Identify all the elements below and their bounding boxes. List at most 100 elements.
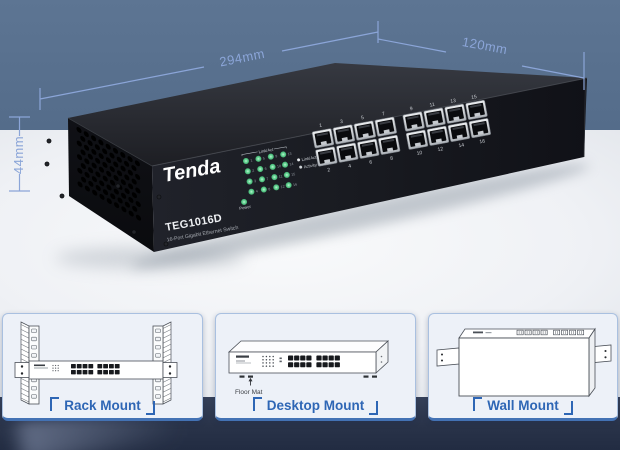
vent-hole <box>116 156 122 163</box>
mini-led <box>269 362 271 364</box>
port-number-top: 15 <box>471 94 478 101</box>
vent-hole <box>128 210 134 217</box>
vent-hole <box>106 184 112 191</box>
port-number-bottom: 6 <box>369 159 373 165</box>
mini-logo-line <box>236 362 251 364</box>
vent-hole <box>77 167 83 174</box>
mini-switch-body <box>28 360 164 380</box>
wall-bracket-left <box>436 347 460 367</box>
mini-port <box>328 362 334 368</box>
led-number: 5 <box>263 156 266 160</box>
hatch-line <box>20 338 30 344</box>
rj45-pins <box>382 138 395 143</box>
vent-hole <box>120 165 126 172</box>
floor-mat-label: Floor Mat <box>235 389 263 396</box>
corner-bracket-right-icon <box>145 400 155 415</box>
vent-hole <box>83 131 89 138</box>
rail-hole <box>155 328 161 333</box>
vent-hole <box>131 192 137 199</box>
mini-port <box>288 355 294 361</box>
vent-hole <box>102 162 108 168</box>
mini-switch-front <box>458 337 590 397</box>
hatch-line <box>162 397 172 403</box>
port-slot <box>516 329 524 336</box>
vent-hole <box>135 201 141 208</box>
mini-led <box>265 362 268 364</box>
mini-logo-line <box>34 367 48 369</box>
rj45-pins <box>340 146 353 151</box>
vent-hole <box>132 205 138 212</box>
mount-ear <box>162 362 178 378</box>
switch-shadow-left <box>55 247 245 269</box>
mini-port <box>97 370 103 375</box>
vent-hole <box>135 187 141 194</box>
mini-led <box>265 365 268 367</box>
port-slot-row <box>516 329 585 336</box>
mini-legend-mark <box>279 360 282 363</box>
port-led <box>280 151 287 158</box>
depth-dimension-label: 120mm <box>461 34 509 57</box>
mini-logo <box>34 364 45 367</box>
port-number-top: 13 <box>450 98 457 105</box>
port-led <box>246 178 253 185</box>
desktop-mount-illustration: Floor Mat <box>227 340 390 396</box>
led-number: 3 <box>254 179 257 183</box>
mini-port <box>334 362 340 368</box>
port-slot <box>540 329 548 336</box>
arrow-up-icon <box>248 377 253 382</box>
mini-led <box>272 365 274 367</box>
vent-hole <box>95 185 101 191</box>
vent-hole <box>109 166 115 173</box>
vent-hole <box>106 198 112 204</box>
port-number-bottom: 4 <box>348 163 352 169</box>
mini-led <box>57 370 59 372</box>
port-number-top: 11 <box>429 102 435 109</box>
mini-led <box>272 362 274 364</box>
rj45-pins <box>428 111 440 116</box>
corner-bracket-left-icon <box>50 396 60 411</box>
port-led <box>271 174 278 181</box>
hatch-line <box>20 353 30 359</box>
ear-screws <box>20 365 172 375</box>
rail-hole <box>155 336 161 342</box>
vent-hole <box>124 160 130 167</box>
led-number: 14 <box>289 162 294 167</box>
mini-port <box>300 355 306 361</box>
vent-hole <box>117 197 123 204</box>
vent-hole <box>110 193 116 200</box>
mini-led <box>52 370 54 372</box>
port-led <box>285 182 292 189</box>
vent-hole <box>98 166 104 173</box>
port-number-bottom: 12 <box>437 146 444 153</box>
vent-hole <box>102 148 108 155</box>
port-led <box>257 166 264 173</box>
hatch-line <box>162 348 172 354</box>
card-title-row: Wall Mount <box>429 396 617 415</box>
width-dimension-label: 294mm <box>218 46 266 70</box>
led-number: 15 <box>291 172 296 177</box>
hatch-line <box>162 353 172 359</box>
mini-port <box>334 355 340 361</box>
legend-activity-icon <box>299 165 303 169</box>
hatch-line <box>20 383 30 388</box>
mini-port-row <box>288 355 340 368</box>
rail-hole <box>155 386 161 391</box>
rail-hole <box>31 328 37 333</box>
switch-shadow <box>130 163 590 269</box>
power-led <box>241 198 248 205</box>
vent-hole <box>124 188 130 194</box>
mini-logo-line <box>236 360 245 362</box>
rj45-pins <box>410 133 423 138</box>
rj45-pins <box>449 107 461 112</box>
screw-icon <box>131 229 137 235</box>
vent-hole <box>80 163 86 170</box>
mini-led <box>269 358 271 361</box>
led-number: 4 <box>256 189 259 193</box>
screw-icon <box>46 138 52 144</box>
hatch-line <box>162 378 172 383</box>
legend-linkact-label: Link/Act <box>301 154 317 162</box>
rail-hole <box>31 394 37 399</box>
port-slot <box>569 329 577 336</box>
port-slot <box>577 329 585 336</box>
